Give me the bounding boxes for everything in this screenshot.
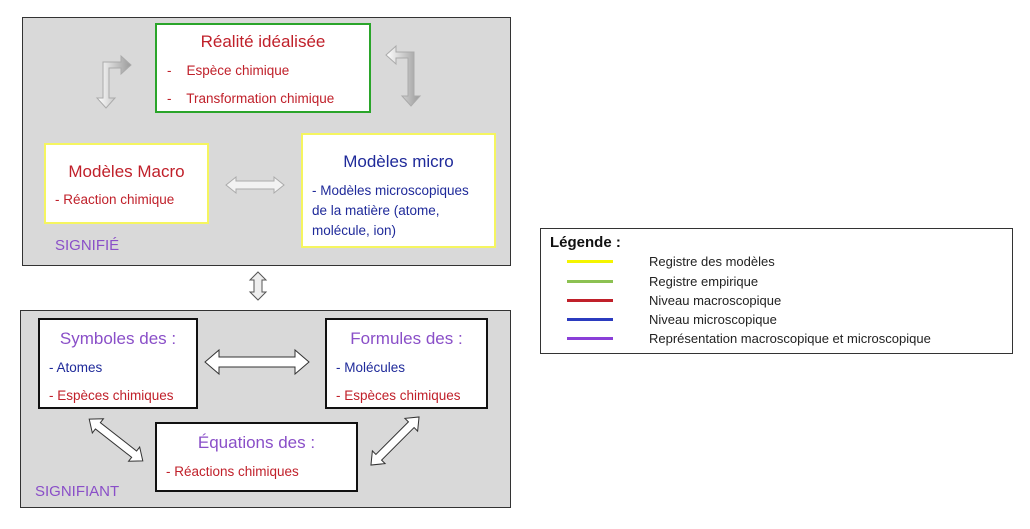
equations-item: - Réactions chimiques [166,464,299,479]
legend-label: Niveau macroscopique [649,293,782,308]
realite-item: - Espèce chimique [167,63,290,78]
symboles-title: Symboles des : [59,329,177,348]
micro-title: Modèles micro [343,152,454,171]
macro-title: Modèles Macro [68,162,185,181]
legend-swatch [567,299,613,302]
equations-title: Équations des : [197,433,316,452]
legend-entry: Représentation macroscopique et microsco… [567,329,931,348]
signifiant-label: SIGNIFIANT [35,483,120,500]
realite-idealisee-box: Réalité idéalisée - Espèce chimique - Tr… [155,23,371,113]
legend-label: Représentation macroscopique et microsco… [649,331,931,346]
formules-title: Formules des : [350,329,463,348]
legend-swatch [567,337,613,340]
legend-swatch [567,280,613,283]
realite-title: Réalité idéalisée [200,32,326,51]
legend-swatch [567,260,613,263]
symboles-item: - Atomes [49,360,103,375]
formules-item: - Espèces chimiques [336,388,461,403]
elbow-arrow-right-icon [385,44,422,107]
legend: Légende : Registre des modèles Registre … [540,228,1013,354]
modeles-macro-box: Modèles Macro - Réaction chimique [44,143,209,224]
signifie-label: SIGNIFIÉ [55,237,120,254]
double-arrow-symboles-equations-icon [88,418,144,462]
double-arrow-symboles-formules-icon [204,348,310,376]
double-arrow-vertical-icon [248,271,268,301]
double-arrow-formules-equations-icon [370,416,420,466]
legend-entry: Registre des modèles [567,252,775,271]
double-arrow-macro-micro-icon [225,175,285,195]
formules-item: - Molécules [336,360,406,375]
elbow-arrow-left-icon [95,54,132,109]
legend-label: Registre empirique [649,274,759,289]
symboles-item: - Espèces chimiques [49,388,174,403]
micro-line: de la matière (atome, [312,203,440,218]
legend-label: Niveau microscopique [649,312,777,327]
modeles-micro-box: Modèles micro - Modèles microscopiques d… [301,133,496,248]
legend-entry: Registre empirique [567,272,758,291]
equations-box: Équations des : - Réactions chimiques [155,422,358,492]
legend-title: Légende : [550,234,621,251]
legend-label: Registre des modèles [649,254,775,269]
micro-line: - Modèles microscopiques [312,183,469,198]
legend-entry: Niveau microscopique [567,310,777,329]
symboles-box: Symboles des : - Atomes - Espèces chimiq… [38,318,198,409]
macro-item: - Réaction chimique [55,192,175,207]
legend-swatch [567,318,613,321]
realite-item: - Transformation chimique [167,91,335,106]
micro-line: molécule, ion) [312,223,397,238]
legend-entry: Niveau macroscopique [567,291,781,310]
formules-box: Formules des : - Molécules - Espèces chi… [325,318,488,409]
